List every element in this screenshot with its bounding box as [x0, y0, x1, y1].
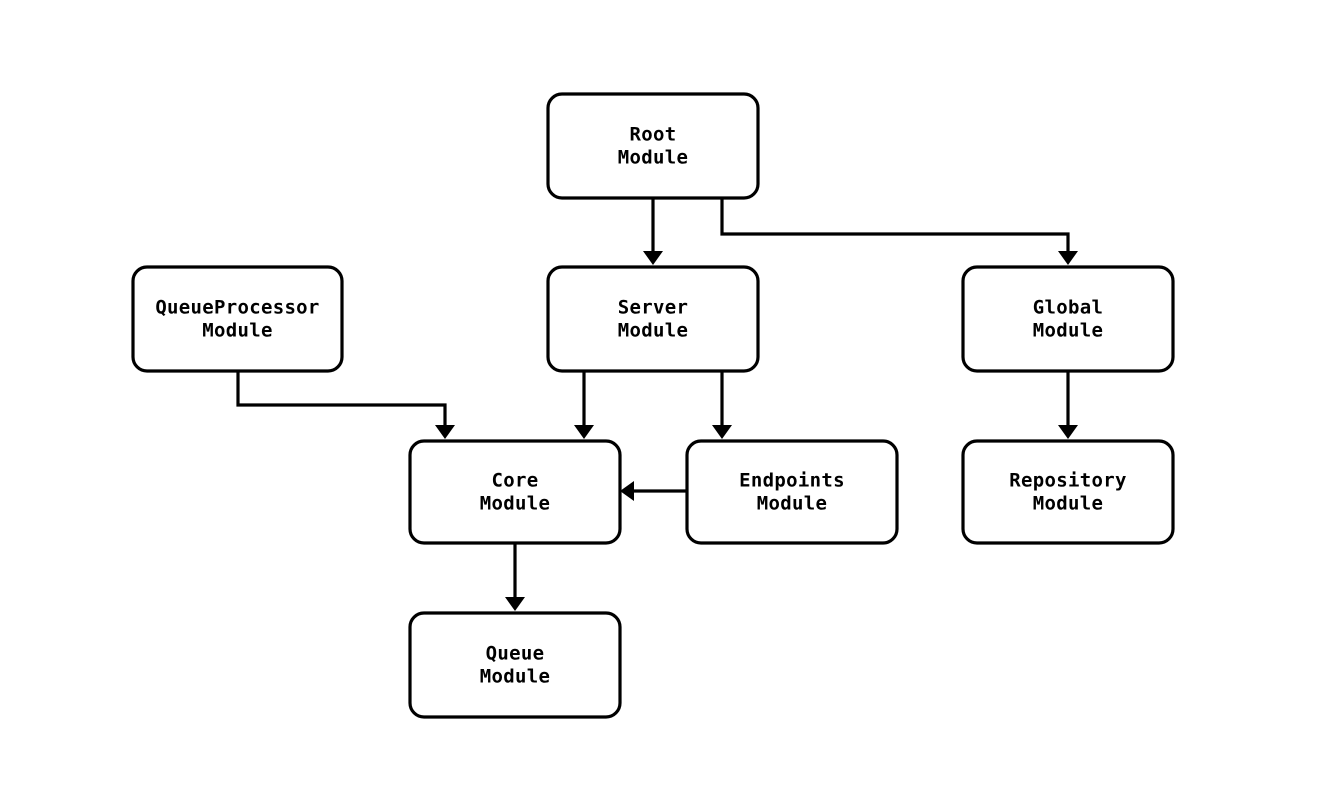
- node-box[interactable]: [685, 439, 899, 545]
- node-label-suffix: Module: [480, 666, 550, 688]
- edge-server-to-endpoints: [712, 371, 732, 439]
- node-label-name: Queue: [486, 643, 545, 665]
- node-box[interactable]: [546, 92, 760, 200]
- arrowhead-icon: [435, 425, 455, 439]
- node-box[interactable]: [408, 439, 622, 545]
- edge-queueprocessor-to-core: [236, 371, 455, 439]
- arrowhead-icon: [1058, 251, 1078, 265]
- edge-line: [720, 198, 1070, 252]
- arrowhead-icon: [643, 251, 663, 265]
- node-label-name: Core: [492, 470, 539, 492]
- node-label-suffix: Module: [618, 147, 688, 169]
- node-box[interactable]: [131, 265, 344, 373]
- node-label-name: Root: [630, 124, 677, 146]
- edges-layer: [236, 198, 1078, 611]
- node-label-suffix: Module: [480, 493, 550, 515]
- node-box[interactable]: [961, 439, 1175, 545]
- node-label-name: Endpoints: [739, 470, 845, 492]
- node-box[interactable]: [546, 265, 760, 373]
- node-label-name: QueueProcessor: [155, 297, 319, 319]
- edge-root-to-server: [643, 198, 663, 265]
- node-label-name: Server: [618, 297, 688, 319]
- node-label-name: Repository: [1009, 470, 1126, 492]
- node-box[interactable]: [408, 611, 622, 719]
- arrowhead-icon: [505, 597, 525, 611]
- nodes-layer: RootModuleQueueProcessorModuleServerModu…: [131, 92, 1175, 719]
- edge-endpoints-to-core: [620, 481, 687, 501]
- node-label-suffix: Module: [757, 493, 827, 515]
- node-label-suffix: Module: [618, 320, 688, 342]
- node-label-suffix: Module: [1033, 493, 1103, 515]
- node-label-name: Global: [1033, 297, 1103, 319]
- node-label-suffix: Module: [1033, 320, 1103, 342]
- edge-core-to-queue: [505, 543, 525, 611]
- arrowhead-icon: [1058, 425, 1078, 439]
- arrowhead-icon: [574, 425, 594, 439]
- edge-server-to-core: [574, 371, 594, 439]
- arrowhead-icon: [620, 481, 634, 501]
- edge-global-to-repository: [1058, 371, 1078, 439]
- arrowhead-icon: [712, 425, 732, 439]
- node-box[interactable]: [961, 265, 1175, 373]
- edge-root-to-global: [720, 198, 1078, 265]
- node-label-suffix: Module: [202, 320, 272, 342]
- edge-line: [236, 371, 447, 426]
